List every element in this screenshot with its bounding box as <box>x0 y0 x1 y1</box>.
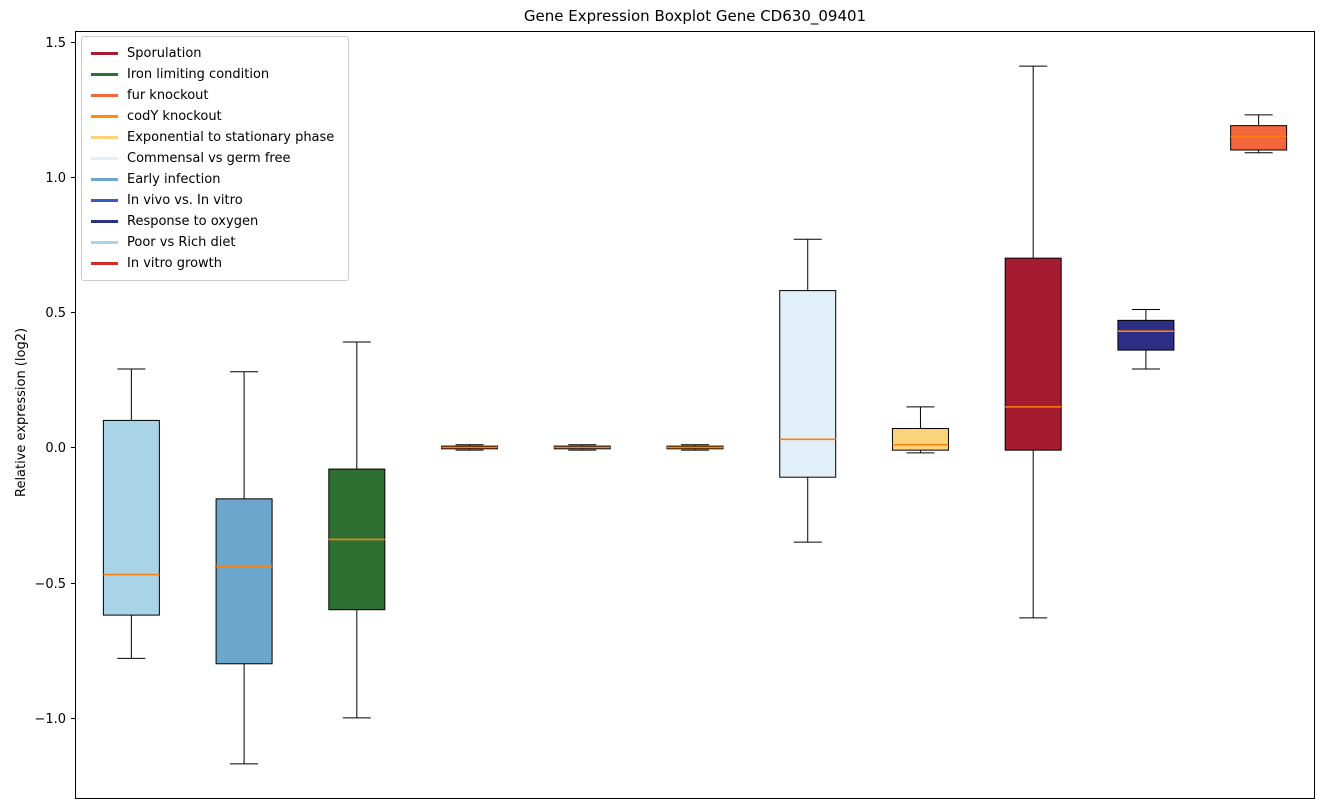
y-tick-label: 1.0 <box>45 171 66 186</box>
legend-item: Commensal vs germ free <box>91 148 334 169</box>
chart-title: Gene Expression Boxplot Gene CD630_09401 <box>523 7 867 25</box>
legend-item: fur knockout <box>91 85 334 106</box>
y-tick-label: −1.0 <box>34 712 66 727</box>
legend-swatch-icon <box>91 157 118 160</box>
legend-item-label: fur knockout <box>127 88 209 103</box>
legend-swatch-icon <box>91 241 118 244</box>
box-exponential-to-stationary-phase <box>891 428 949 451</box>
box-sporulation <box>1004 257 1062 451</box>
box-early-infection <box>215 498 273 665</box>
legend-item-label: Iron limiting condition <box>127 67 270 82</box>
legend-item-label: Response to oxygen <box>127 214 259 229</box>
legend-item: Sporulation <box>91 43 334 64</box>
legend-item-label: In vivo vs. In vitro <box>127 193 243 208</box>
legend-item-label: In vitro growth <box>127 256 222 271</box>
legend-item: Response to oxygen <box>91 211 334 232</box>
legend-item-label: Early infection <box>127 172 221 187</box>
box-fur-knockout <box>1230 125 1288 151</box>
box-poor-vs-rich-diet <box>102 419 160 616</box>
legend-swatch-icon <box>91 136 118 139</box>
legend-item-label: Poor vs Rich diet <box>127 235 236 250</box>
legend-item-label: Sporulation <box>127 46 202 61</box>
legend-item: Poor vs Rich diet <box>91 232 334 253</box>
box-response-to-oxygen <box>1117 319 1175 351</box>
y-tick-label: −0.5 <box>34 577 66 592</box>
legend-swatch-icon <box>91 262 118 265</box>
legend-swatch-icon <box>91 115 118 118</box>
legend-item: Exponential to stationary phase <box>91 127 334 148</box>
legend-swatch-icon <box>91 178 118 181</box>
y-tick-label: 0.5 <box>45 306 66 321</box>
legend-item-label: Commensal vs germ free <box>127 151 291 166</box>
y-tick-label: 0.0 <box>45 441 66 456</box>
legend-item: Iron limiting condition <box>91 64 334 85</box>
y-tick-label: 1.5 <box>45 36 66 51</box>
legend-swatch-icon <box>91 73 118 76</box>
box-commensal-vs-germ-free <box>779 290 837 478</box>
legend-item: Early infection <box>91 169 334 190</box>
legend-swatch-icon <box>91 52 118 55</box>
legend-item: In vivo vs. In vitro <box>91 190 334 211</box>
legend-swatch-icon <box>91 94 118 97</box>
legend-swatch-icon <box>91 199 118 202</box>
axes-frame <box>75 31 1315 799</box>
legend-item: In vitro growth <box>91 253 334 274</box>
legend-swatch-icon <box>91 220 118 223</box>
legend-item-label: codY knockout <box>127 109 222 124</box>
legend-item: codY knockout <box>91 106 334 127</box>
legend-item-label: Exponential to stationary phase <box>127 130 335 145</box>
